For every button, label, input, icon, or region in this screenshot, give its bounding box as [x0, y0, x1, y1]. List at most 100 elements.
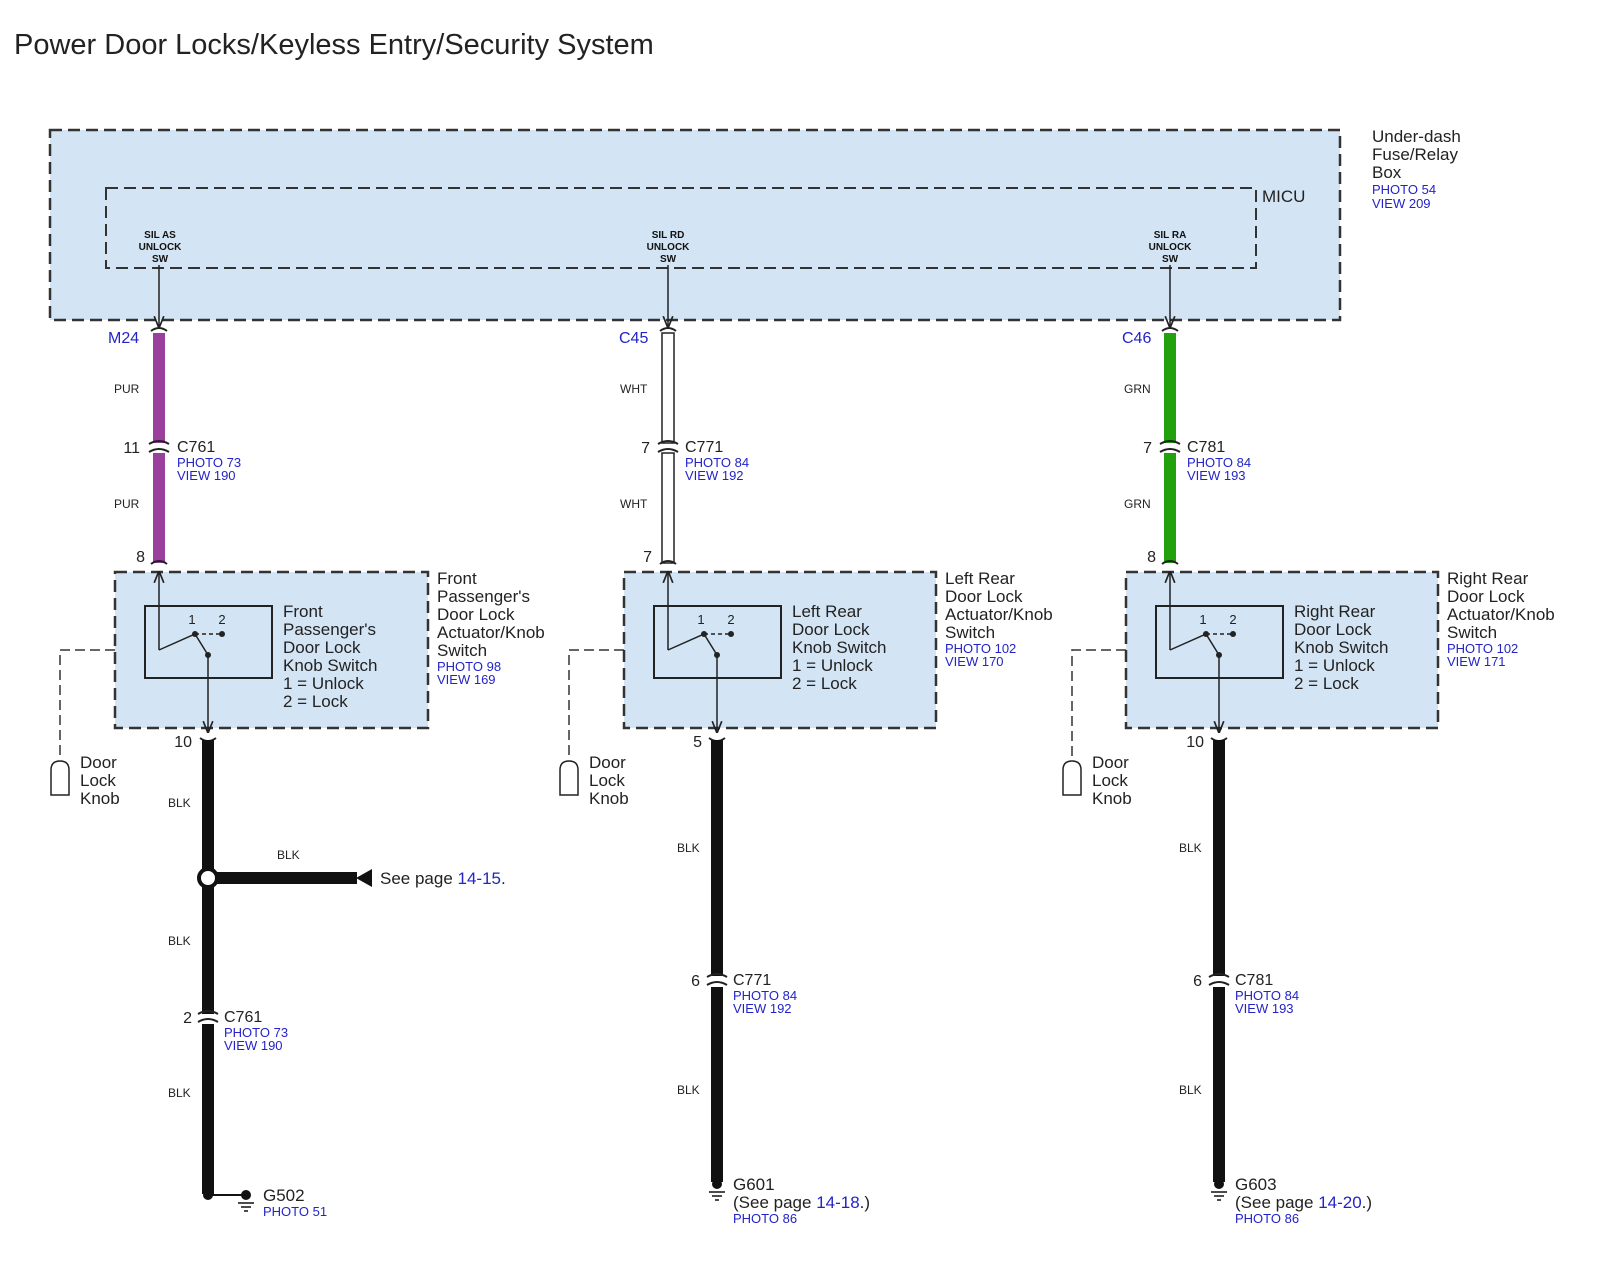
wire-color-wht-top: WHT [620, 382, 648, 396]
wire-blk-3a [1213, 740, 1225, 976]
switch2-photo-link[interactable]: PHOTO 102 [945, 641, 1016, 656]
ground3-page-link[interactable]: 14-20 [1318, 1193, 1361, 1212]
switch3-inner-2: Door Lock [1294, 620, 1372, 639]
switch1-arm [194, 633, 209, 656]
knob2-label-2: Lock [589, 771, 625, 790]
pin-label-3b: UNLOCK [1149, 242, 1193, 253]
knob3-label-2: Lock [1092, 771, 1128, 790]
lower1-view-link[interactable]: VIEW 190 [224, 1038, 283, 1053]
fuse-relay-box [48, 128, 1342, 322]
ground2-page-link[interactable]: 14-18 [816, 1193, 859, 1212]
lower2-view-link[interactable]: VIEW 192 [733, 1001, 792, 1016]
switch2-contact-label-1: 1 [697, 612, 704, 627]
ground2-photo-link[interactable]: PHOTO 86 [733, 1211, 797, 1226]
switch2-view-link[interactable]: VIEW 170 [945, 654, 1004, 669]
knob3-shape [1062, 760, 1082, 796]
inline-connector-c761 [148, 440, 170, 453]
knob2-label-1: Door [589, 753, 626, 772]
knob1-label-3: Knob [80, 789, 120, 808]
ground1-photo-link[interactable]: PHOTO 51 [263, 1204, 327, 1219]
ground1-dot [241, 1190, 251, 1200]
switch2-contact-2 [728, 631, 734, 637]
c781-view-link[interactable]: VIEW 193 [1187, 468, 1246, 483]
switch3-pin-top: 8 [1147, 549, 1156, 566]
switch3-name-2: Door Lock [1447, 587, 1525, 606]
ground2-name: G601 [733, 1175, 775, 1194]
switch2-inner-2: Door Lock [792, 620, 870, 639]
switch3-inner-3: Knob Switch [1294, 638, 1389, 657]
connector-cap-1 [150, 327, 168, 332]
switch3-contact-label-1: 1 [1199, 612, 1206, 627]
inline-connector-c781 [1159, 440, 1181, 453]
fuse-box-photo-link[interactable]: PHOTO 54 [1372, 182, 1436, 197]
lower3-view-link[interactable]: VIEW 193 [1235, 1001, 1294, 1016]
branch-page-link[interactable]: 14-15 [458, 869, 501, 888]
switch3-name-3: Actuator/Knob [1447, 605, 1555, 624]
c761-view-link[interactable]: VIEW 190 [177, 468, 236, 483]
c761-pin-in: 11 [123, 440, 140, 457]
connector-c45: C45 [619, 330, 648, 347]
pin-label-1c: SW [152, 254, 169, 265]
wire-grn-mid [1164, 453, 1176, 563]
c771-name: C771 [685, 439, 723, 456]
fuse-box-name-3: Box [1372, 163, 1402, 182]
wire-color-blk-branch: BLK [277, 848, 300, 862]
wire-color-blk-3a: BLK [1179, 841, 1202, 855]
ground3-dot [1214, 1179, 1224, 1189]
switch1-name-3: Door Lock [437, 605, 515, 624]
switch1-name-2: Passenger's [437, 587, 530, 606]
fuse-box-name-1: Under-dash [1372, 127, 1461, 146]
switch1-contact-label-1: 1 [188, 612, 195, 627]
pin-label-2b: UNLOCK [647, 242, 691, 253]
switch1-lead-in [158, 633, 196, 651]
ground1-name: G502 [263, 1186, 305, 1205]
wire-wht-mid [661, 452, 675, 564]
switch1-contact-label-2: 2 [218, 612, 225, 627]
connector-m24: M24 [108, 330, 139, 347]
wire-color-blk-2b: BLK [677, 1083, 700, 1097]
switch1-name-1: Front [437, 569, 477, 588]
ground3-reference: (See page 14-20.) [1235, 1193, 1372, 1212]
wire-wht-top [661, 332, 675, 444]
switch3-inner-1: Right Rear [1294, 602, 1376, 621]
switch2-name-1: Left Rear [945, 569, 1015, 588]
knob1-shape [50, 760, 70, 796]
lower2-connector [706, 973, 728, 986]
switch1-photo-link[interactable]: PHOTO 98 [437, 659, 501, 674]
knob2-shape [559, 760, 579, 796]
lower1-photo-link[interactable]: PHOTO 73 [224, 1025, 288, 1040]
c761-photo-link[interactable]: PHOTO 73 [177, 455, 241, 470]
lower2-photo-link[interactable]: PHOTO 84 [733, 988, 797, 1003]
pin-label-3c: SW [1162, 254, 1179, 265]
switch3-lead-in [1169, 633, 1207, 651]
switch1-view-link[interactable]: VIEW 169 [437, 672, 496, 687]
switch3-contact-label-2: 2 [1229, 612, 1236, 627]
wire-color-grn-top: GRN [1124, 382, 1151, 396]
switch3-contact-1 [1203, 631, 1209, 637]
c771-photo-link[interactable]: PHOTO 84 [685, 455, 749, 470]
switch2-pos-1: 1 = Unlock [792, 656, 873, 675]
c771-view-link[interactable]: VIEW 192 [685, 468, 744, 483]
fuse-box-name-2: Fuse/Relay [1372, 145, 1458, 164]
switch3-pin-bottom: 10 [1186, 734, 1204, 751]
ground3-name: G603 [1235, 1175, 1277, 1194]
pin-label-2c: SW [660, 254, 677, 265]
c781-photo-link[interactable]: PHOTO 84 [1187, 455, 1251, 470]
switch2-inner-3: Knob Switch [792, 638, 887, 657]
ground2-reference: (See page 14-18.) [733, 1193, 870, 1212]
switch3-view-link[interactable]: VIEW 171 [1447, 654, 1506, 669]
c781-pin-in: 7 [1143, 440, 1152, 457]
switch1-contact-1 [192, 631, 198, 637]
lower1-name: C761 [224, 1009, 262, 1026]
c761-name: C761 [177, 439, 215, 456]
ground3-photo-link[interactable]: PHOTO 86 [1235, 1211, 1299, 1226]
switch3-photo-link[interactable]: PHOTO 102 [1447, 641, 1518, 656]
switch2-lead-in [667, 633, 705, 651]
lower3-name: C781 [1235, 972, 1273, 989]
fuse-box-view-link[interactable]: VIEW 209 [1372, 196, 1431, 211]
inline-connector-c771 [657, 440, 679, 453]
switch2-cap-top [659, 560, 677, 565]
knob3-label-3: Knob [1092, 789, 1132, 808]
pin-label-1a: SIL AS [144, 230, 176, 241]
lower3-photo-link[interactable]: PHOTO 84 [1235, 988, 1299, 1003]
